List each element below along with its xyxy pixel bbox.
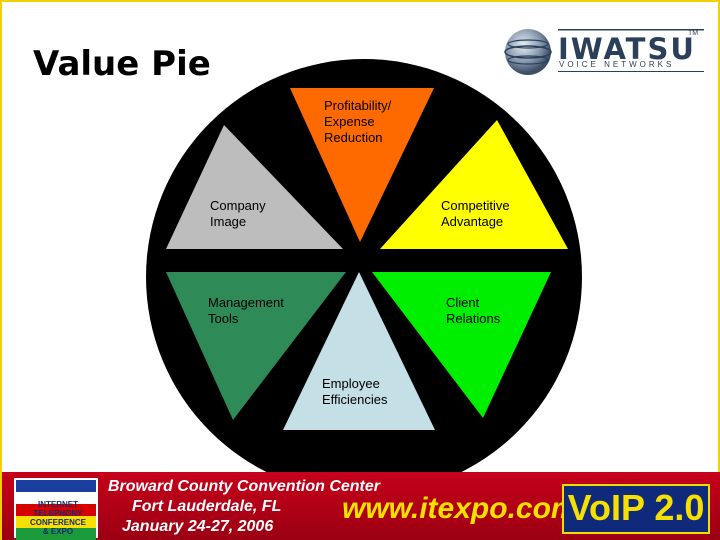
voip-logo: VoIP 2.0 [562, 484, 710, 534]
banner-dates: January 24-27, 2006 [122, 518, 274, 535]
logo-trademark: TM [688, 30, 699, 37]
expo-badge-text: INTERNET TELEPHONY CONFERENCE & EXPO [30, 500, 87, 536]
banner-url-link[interactable]: www.itexpo.com [342, 492, 578, 525]
label-client-relations: Client Relations [446, 295, 501, 326]
banner-city: Fort Lauderdale, FL [132, 498, 282, 515]
label-employee-efficiencies: Employee Efficiencies [322, 376, 388, 407]
label-company-image: Company Image [210, 198, 266, 229]
segment-company-image [166, 125, 343, 249]
label-profitability: Profitability/ Expense Reduction [324, 98, 392, 145]
slide-title: Value Pie [33, 44, 211, 84]
iwatsu-logo [504, 29, 704, 75]
segment-client-relations [372, 272, 551, 418]
segment-employee-efficiencies [283, 272, 435, 430]
label-competitive-advantage: Competitive Advantage [441, 198, 510, 229]
expo-badge: INTERNET TELEPHONY CONFERENCE & EXPO [14, 478, 98, 540]
segment-management-tools [166, 272, 346, 420]
segment-competitive-advantage [380, 120, 568, 249]
banner-venue: Broward County Convention Center [108, 478, 381, 495]
value-pie-diagram [146, 59, 582, 472]
expo-banner: INTERNET TELEPHONY CONFERENCE & EXPO Bro… [2, 472, 720, 540]
logo-tagline: VOICE NETWORKS [559, 60, 675, 69]
logo-brand: IWATSU [558, 32, 696, 66]
segment-profitability [290, 88, 434, 242]
label-management-tools: Management Tools [208, 295, 284, 326]
globe-icon [504, 29, 552, 75]
